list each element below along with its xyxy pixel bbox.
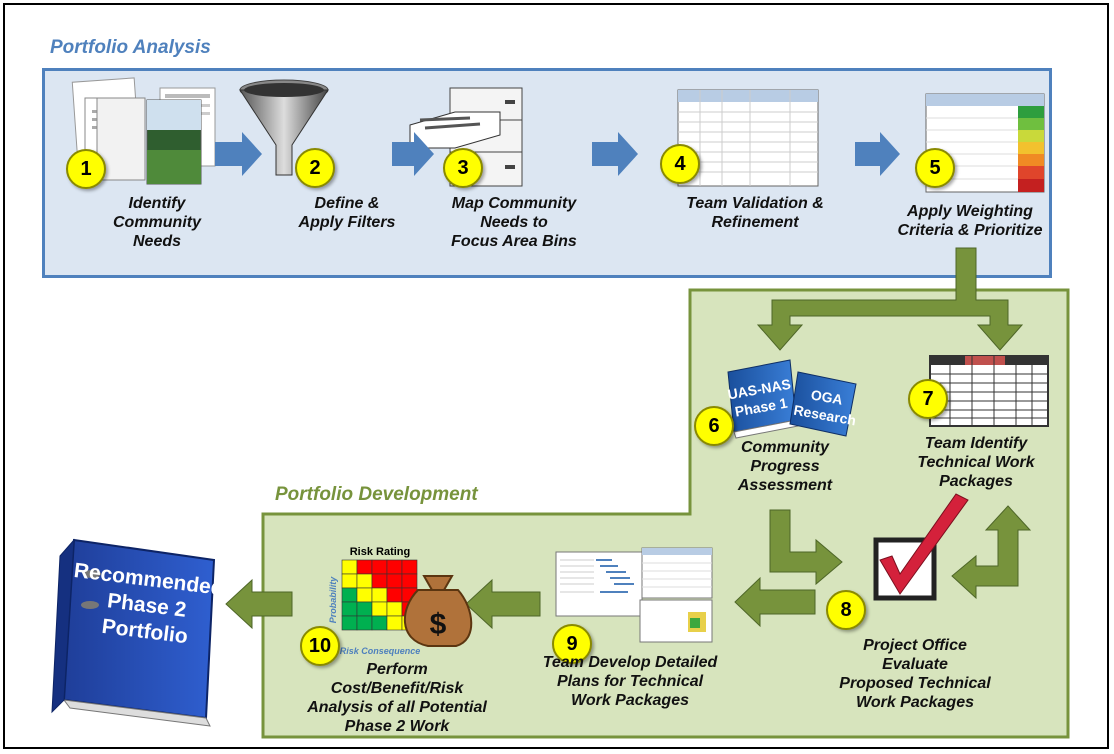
step-8-badge: 8: [826, 590, 866, 630]
step-9-badge: 9: [552, 624, 592, 664]
step-6-badge: 6: [694, 406, 734, 446]
risk-cell: [371, 573, 388, 589]
risk-cell: [341, 615, 358, 631]
risk-cell: [356, 601, 373, 617]
step-6-label: Community Progress Assessment: [737, 439, 833, 494]
work-package-grid-icon: [929, 355, 1049, 427]
prioritized-list-icon: [925, 93, 1045, 193]
risk-cell: [356, 615, 373, 631]
step-3-badge: 3: [443, 148, 483, 188]
checkbox-icon: [873, 493, 969, 601]
risk-cell: [371, 615, 388, 631]
step-4-label: Team Validation & Refinement: [686, 195, 824, 231]
plan-to-analysis-arrow: [465, 578, 541, 630]
analysis-title: Portfolio Analysis: [50, 37, 211, 58]
risk-cell: [371, 601, 388, 617]
risk-cell: [341, 601, 358, 617]
step-5-badge: 5: [915, 148, 955, 188]
risk-cell: [386, 573, 403, 589]
step-3-label: Map Community Needs to Focus Area Bins: [451, 195, 577, 250]
schedule-charts-icon: [555, 547, 713, 643]
money-symbol: $: [430, 608, 447, 641]
step-2-label: Define & Apply Filters: [298, 195, 396, 231]
assessment-to-evaluate-arrow: [769, 509, 843, 586]
risk-consequence-label: Risk Consequence: [340, 646, 421, 656]
oga-book-line1: OGA: [810, 386, 844, 407]
spreadsheet-icon: [677, 89, 819, 187]
risk-probability-label: Probability: [328, 576, 338, 624]
step-9-label: Team Develop Detailed Plans for Technica…: [542, 654, 718, 709]
risk-cell: [371, 559, 388, 575]
step-4-badge: 4: [660, 144, 700, 184]
step-7-badge: 7: [908, 379, 948, 419]
risk-cell: [386, 559, 403, 575]
risk-cell: [371, 587, 388, 603]
step-2-badge: 2: [295, 148, 335, 188]
step-1-badge: 1: [66, 149, 106, 189]
step-7-label: Team Identify Technical Work Packages: [917, 435, 1035, 490]
documents-icon: [71, 77, 216, 185]
step-10-label: Perform Cost/Benefit/Risk Analysis of al…: [307, 661, 487, 735]
recommended-portfolio-binder-icon: Recommended Phase 2 Portfolio: [51, 538, 225, 727]
risk-cell: [401, 573, 418, 589]
evaluate-to-plan-arrow: [734, 576, 816, 628]
funnel-icon: [239, 79, 329, 176]
split-arrow: [756, 247, 1024, 351]
risk-cell: [386, 615, 403, 631]
risk-cell: [341, 573, 358, 589]
step-1-label: Identify Community Needs: [113, 195, 201, 250]
oga-book-icon: OGA Research: [789, 371, 857, 437]
risk-cell: [341, 587, 358, 603]
step-8-label: Project Office Evaluate Proposed Technic…: [839, 637, 991, 711]
risk-cell: [356, 587, 373, 603]
step-5-label: Apply Weighting Criteria & Prioritize: [897, 203, 1043, 239]
identify-evaluate-double-arrow: [951, 505, 1032, 600]
risk-cell: [386, 587, 403, 603]
analysis-flow-arrows: [215, 132, 900, 176]
money-bag-icon: $: [404, 575, 473, 647]
step-10-badge: 10: [300, 626, 340, 666]
risk-cell: [356, 559, 373, 575]
risk-cell: [401, 559, 418, 575]
risk-matrix-icon: Risk Rating: [350, 546, 411, 558]
figure-frame: [3, 3, 1109, 749]
uas-nas-book-icon: UAS-NAS Phase 1: [726, 359, 799, 439]
risk-cell: [386, 601, 403, 617]
development-title: Portfolio Development: [275, 484, 478, 505]
risk-cell: [341, 559, 358, 575]
analysis-to-portfolio-arrow: [225, 578, 293, 630]
risk-matrix-title: Risk Rating: [350, 546, 411, 558]
risk-cell: [356, 573, 373, 589]
